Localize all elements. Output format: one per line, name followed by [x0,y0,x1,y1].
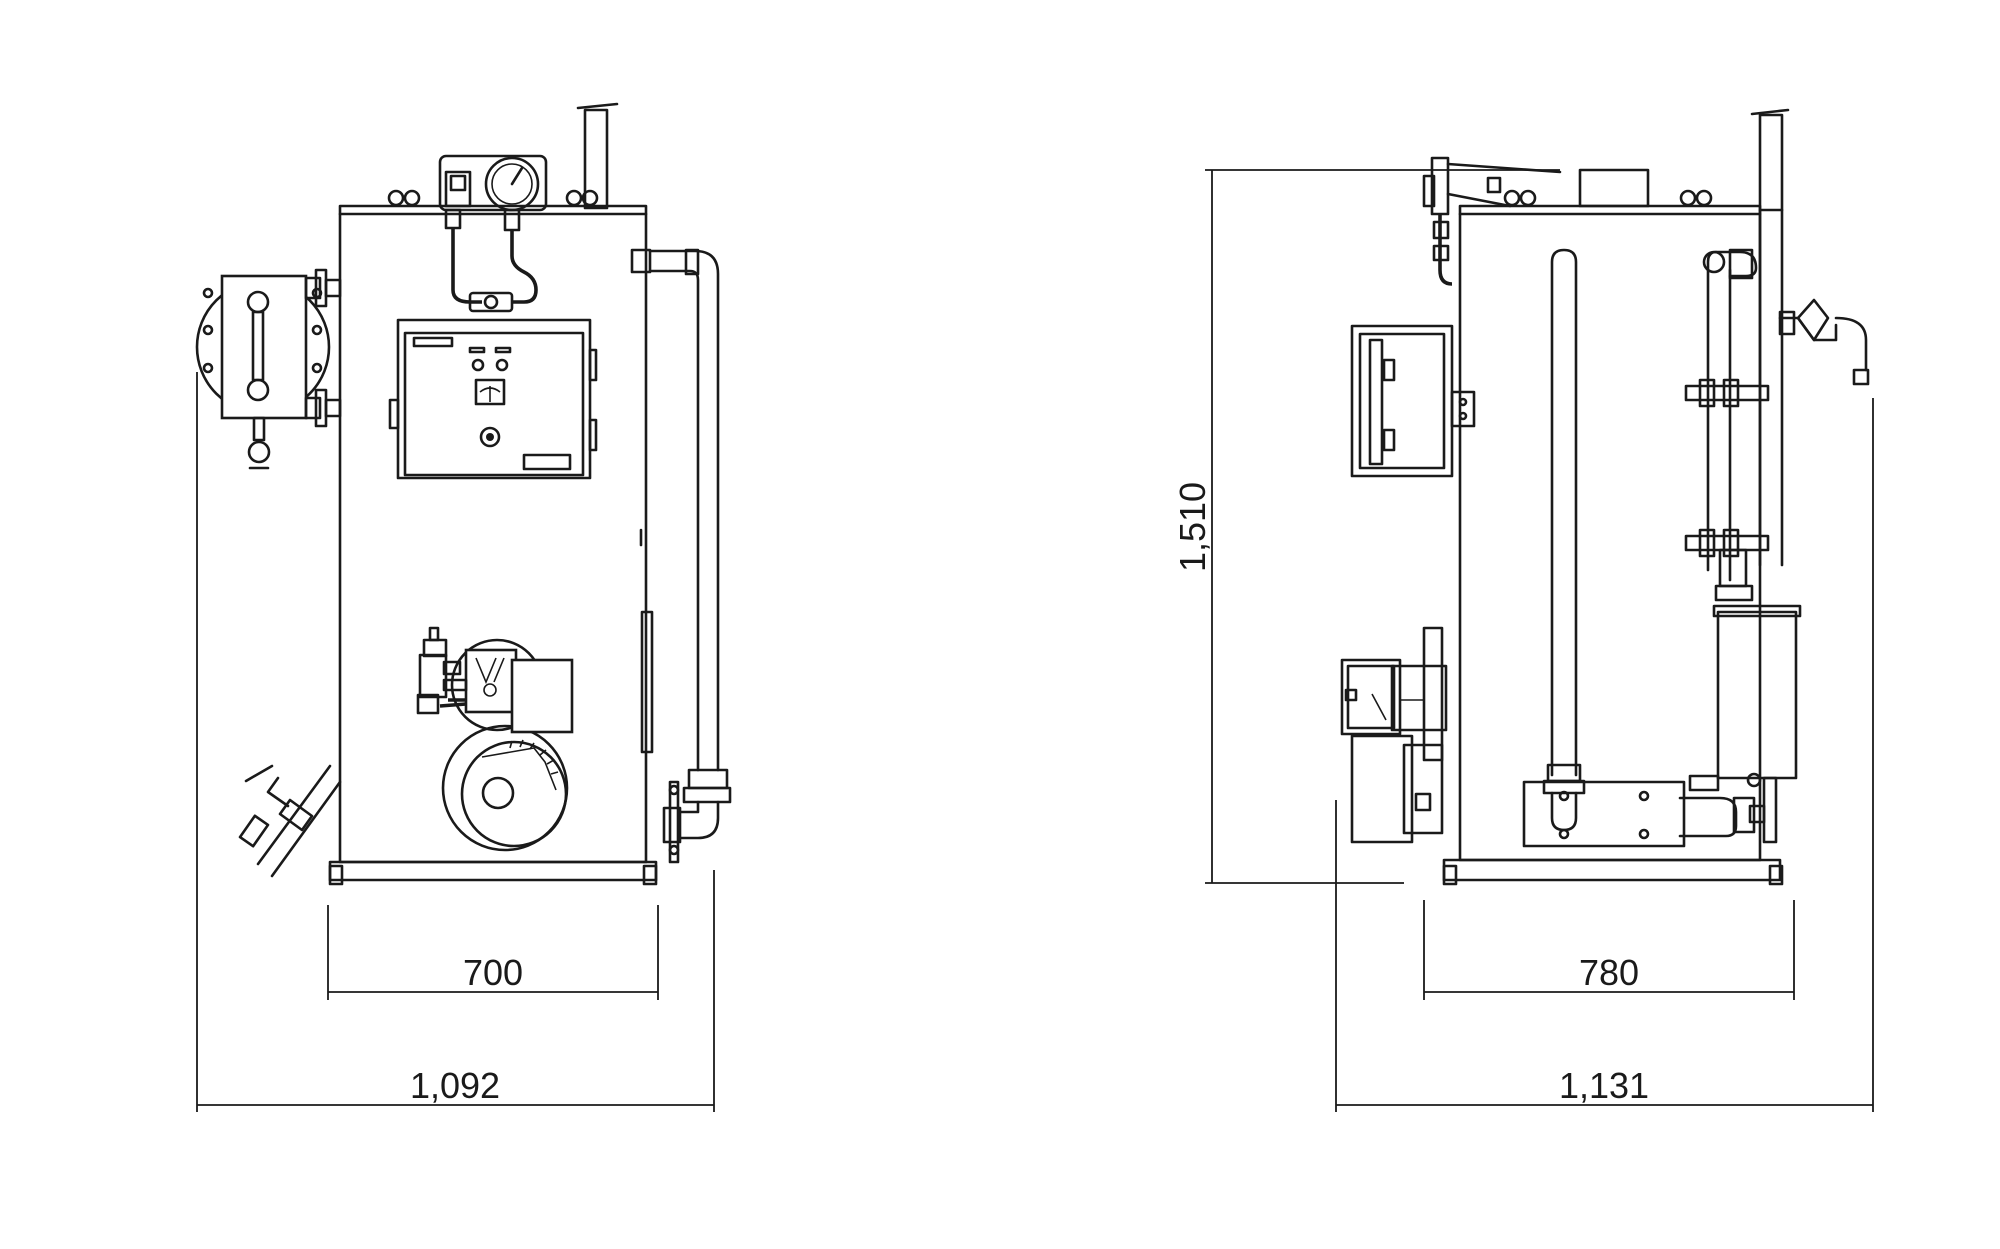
front-burner [416,626,574,852]
front-boiler-body [328,189,658,886]
side-chimney [1750,108,1790,567]
side-dimensions [1205,169,1874,1112]
side-control-panel [1350,324,1476,478]
side-view: 1,510 780 1,131 [1172,108,1874,1112]
side-pipe-assembly [1684,248,1870,780]
dim-side-overall-width: 1,131 [1559,1065,1649,1106]
dim-side-height: 1,510 [1172,482,1213,572]
front-chimney [576,102,619,210]
front-view: 700 1,092 [195,102,732,1112]
front-blowdown-valve [238,764,342,878]
front-water-level-gauge [195,268,342,470]
front-dimensions [196,372,715,1112]
front-pipe-right [630,248,732,864]
front-control-panel [388,318,598,480]
side-pressure-switch [1422,156,1562,286]
side-top-cap [1578,168,1650,208]
side-feed-pump [1522,772,1778,848]
dim-side-base-width: 780 [1579,952,1639,993]
dim-front-overall-width: 1,092 [410,1065,500,1106]
dim-front-base-width: 700 [463,952,523,993]
front-pressure-gauge-assembly [438,154,548,313]
side-burner [1340,626,1448,844]
side-level-pipe [1542,248,1586,832]
side-boiler-body [1442,189,1784,886]
